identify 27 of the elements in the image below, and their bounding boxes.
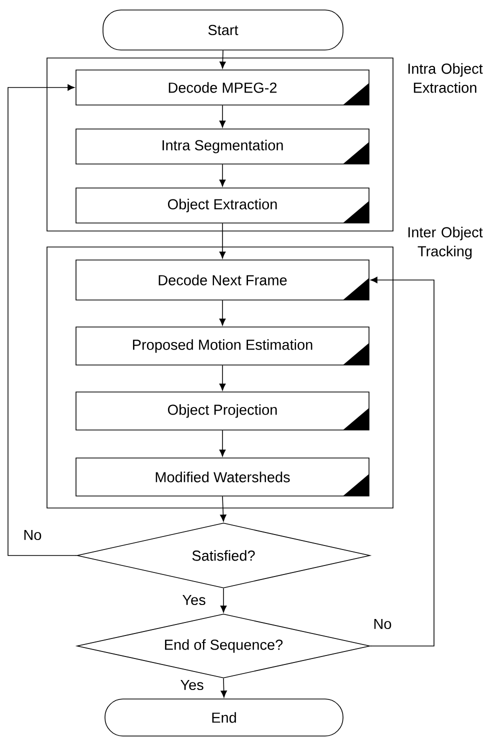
edge-label: No <box>372 618 393 630</box>
group-heading: Inter Object Tracking <box>408 226 483 260</box>
process-box: Decode Next Frame <box>76 260 370 300</box>
arrow <box>220 50 226 69</box>
arrow <box>8 84 77 556</box>
arrow <box>220 496 226 522</box>
terminator-box: Start <box>102 10 344 50</box>
process-box: Proposed Motion Estimation <box>76 326 370 366</box>
arrow <box>219 164 226 187</box>
process-box: Intra Segmentation <box>76 128 370 164</box>
arrow <box>220 588 227 613</box>
group-heading: Intra Object Extraction <box>408 63 483 93</box>
edge-label: Yes <box>181 594 207 606</box>
process-box: Decode MPEG-2 <box>76 70 370 106</box>
edge-label: No <box>22 528 43 542</box>
arrow <box>370 276 434 646</box>
arrow <box>219 430 226 457</box>
process-box: Object Extraction <box>76 188 370 224</box>
arrow <box>219 365 226 391</box>
arrow <box>219 105 226 128</box>
arrow <box>219 223 226 259</box>
terminator-box: End <box>104 698 344 736</box>
process-box: Object Projection <box>76 392 370 430</box>
process-box: Modified Watersheds <box>76 458 370 496</box>
arrow <box>220 678 227 698</box>
arrow <box>219 300 226 326</box>
edge-label: Yes <box>179 678 205 692</box>
